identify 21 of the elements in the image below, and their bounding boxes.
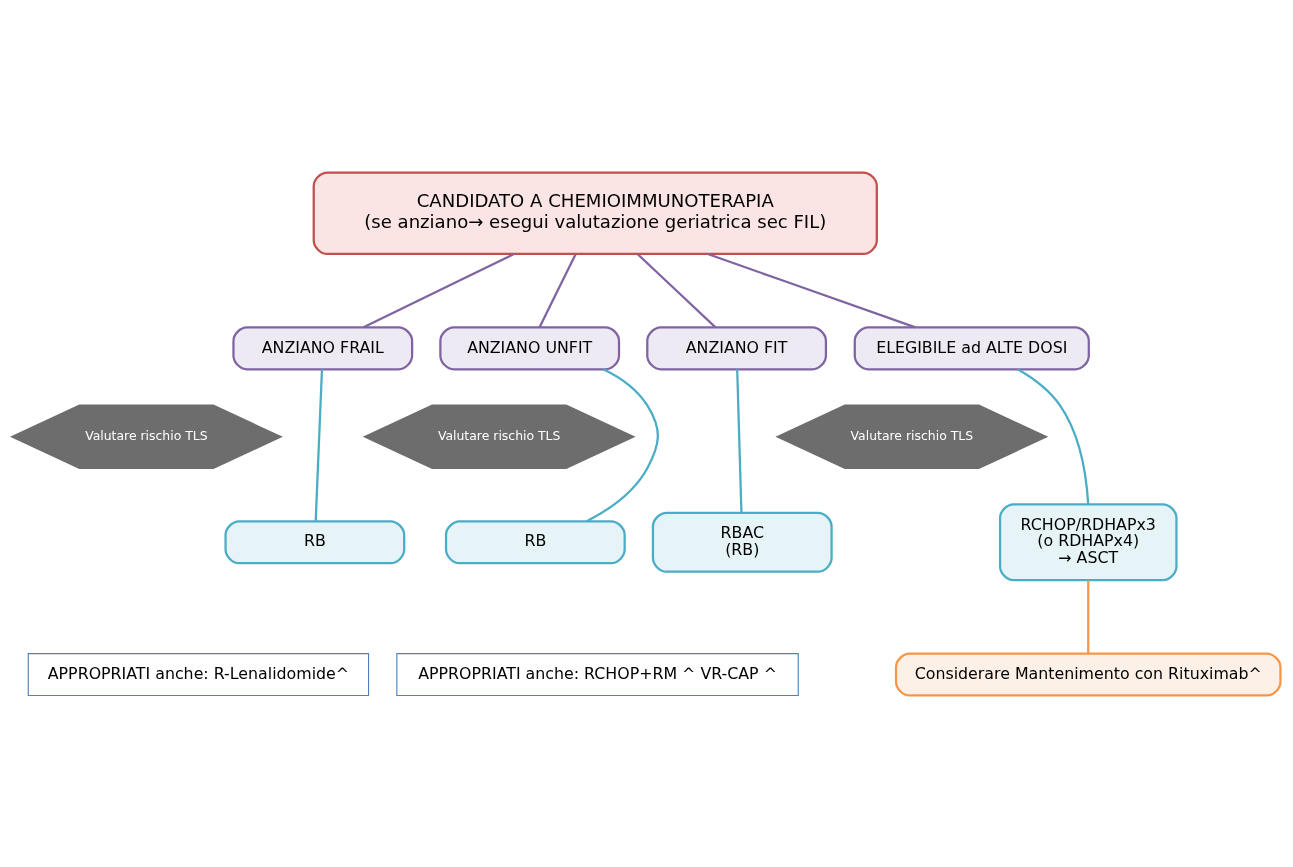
connector (1087, 579, 1090, 653)
connector (363, 252, 515, 328)
connector (636, 252, 717, 328)
connector (538, 253, 577, 328)
node-box: ANZIANO UNFIT (439, 325, 621, 370)
node-box: RBAC (RB) (651, 511, 833, 573)
node-box: APPROPRIATI anche: RCHOP+RM ^ VR-CAP ^ (396, 652, 799, 696)
node-box: RCHOP/RDHAPx3 (o RDHAPx4) → ASCT (998, 502, 1178, 581)
node-box: ELEGIBILE ad ALTE DOSI (853, 325, 1090, 370)
node-box: RB (444, 519, 626, 564)
node-box: APPROPRIATI anche: R-Lenalidomide^ (27, 652, 370, 696)
connector (707, 252, 916, 328)
node-box: CANDIDATO A CHEMIOIMMUNOTERAPIA (se anziano→ esegui valutazione geriatrica sec FIL) (312, 170, 878, 255)
connector (314, 368, 324, 521)
node-box: ANZIANO FRAIL (232, 325, 414, 370)
connector (736, 368, 743, 513)
connector (1017, 367, 1090, 504)
node-box: ANZIANO FIT (646, 325, 828, 370)
connector (586, 367, 659, 522)
node-box: Considerare Mantenimento con Rituximab^ (894, 652, 1282, 697)
node-box: RB (224, 519, 406, 564)
